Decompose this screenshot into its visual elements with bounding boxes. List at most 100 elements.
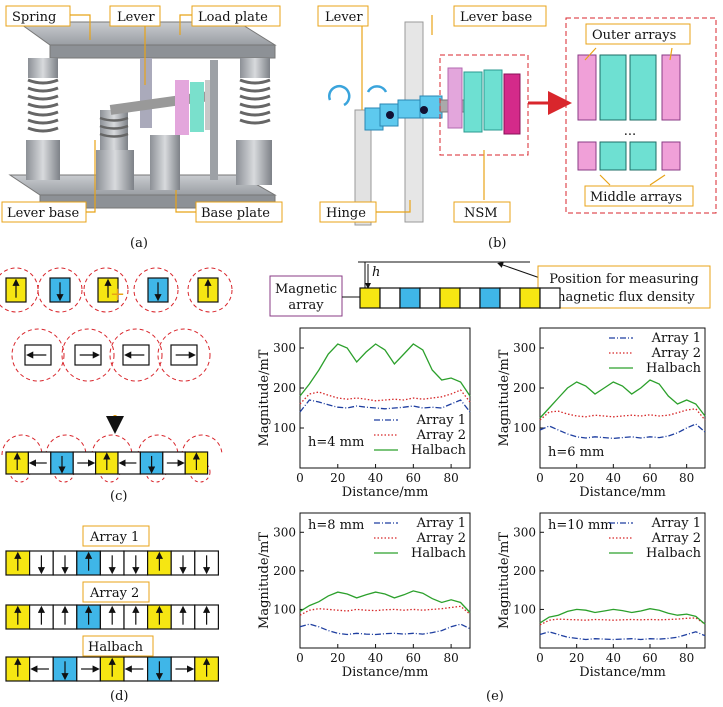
label-lever-base-b: Lever base — [460, 10, 532, 25]
y-tick-label: 300 — [273, 341, 296, 355]
position-note-line1: Position for measuring — [549, 272, 698, 287]
panel-b: ... Lever Lever base Hinge NSM Outer arr… — [317, 5, 717, 251]
x-tick-label: 0 — [536, 651, 544, 665]
y-tick-label: 200 — [273, 564, 296, 578]
y-axis-label: Magnitude/mT — [497, 349, 512, 446]
series-line-array-1 — [539, 423, 706, 440]
caption-d: (d) — [110, 689, 128, 704]
plot-frame — [539, 327, 706, 469]
e-header-strip-cell — [379, 287, 401, 309]
nsm — [439, 54, 529, 156]
y-tick-label: 100 — [273, 602, 296, 616]
plot-frame — [299, 512, 471, 649]
series-line-array-1 — [299, 623, 471, 636]
label-halbach: Halbach — [88, 640, 144, 655]
plot-frame — [299, 327, 471, 469]
caption-b: (b) — [488, 236, 506, 251]
y-tick-label: 300 — [513, 341, 536, 355]
label-outer-arrays: Outer arrays — [592, 28, 676, 43]
y-tick-label: 200 — [513, 381, 536, 395]
label-lever-b: Lever — [325, 10, 363, 25]
plus-sign: + — [110, 284, 125, 305]
series-line-halbach — [299, 343, 471, 397]
x-tick-label: 40 — [606, 471, 621, 485]
x-tick-label: 20 — [330, 651, 345, 665]
x-axis-label: Distance/mm — [342, 485, 429, 500]
label-array1: Array 1 — [89, 530, 139, 545]
spring-left — [26, 58, 60, 180]
x-tick-label: 20 — [330, 471, 345, 485]
legend-label: Array 1 — [651, 516, 701, 531]
label-array2: Array 2 — [89, 586, 139, 601]
series-line-halbach — [299, 590, 471, 613]
y-tick-label: 100 — [513, 602, 536, 616]
y-tick-label: 100 — [513, 421, 536, 435]
legend-label: Array 2 — [416, 531, 466, 546]
e-header-strip-cell — [519, 287, 541, 309]
legend-label: Array 2 — [651, 531, 701, 546]
spring-right — [236, 58, 272, 185]
label-base-plate: Base plate — [201, 206, 270, 221]
ellipsis: ... — [624, 124, 636, 139]
label-spring: Spring — [12, 10, 56, 25]
panel-c — [0, 267, 233, 483]
x-tick-label: 20 — [569, 651, 584, 665]
e-header-strip-cell — [439, 287, 461, 309]
e-header-strip-cell — [459, 287, 481, 309]
magnetic-array-line2: array — [288, 298, 324, 313]
series-line-halbach — [539, 608, 706, 625]
x-tick-label: 60 — [406, 651, 421, 665]
caption-c: (c) — [110, 489, 127, 504]
x-tick-label: 80 — [679, 471, 694, 485]
caption-e: (e) — [486, 689, 504, 704]
y-tick-label: 300 — [273, 525, 296, 539]
series-line-array-2 — [539, 617, 706, 626]
label-lever-base-a: Lever base — [7, 206, 79, 221]
e-header-strip-cell — [479, 287, 501, 309]
e-header-strip-cell — [499, 287, 521, 309]
e-header-strip-cell — [539, 287, 561, 309]
series-line-array-2 — [299, 605, 471, 616]
h-symbol: h — [372, 265, 380, 280]
x-tick-label: 20 — [569, 471, 584, 485]
x-tick-label: 40 — [368, 651, 383, 665]
x-tick-label: 0 — [296, 471, 304, 485]
series-line-array-2 — [299, 389, 471, 405]
spring-center — [96, 110, 180, 190]
x-axis-label: Distance/mm — [579, 485, 666, 500]
height-annotation: h=4 mm — [308, 435, 364, 450]
panel-a: Spring Lever Load plate Lever base Base … — [1, 5, 283, 251]
y-tick-label: 200 — [273, 381, 296, 395]
x-axis-label: Distance/mm — [579, 665, 666, 680]
legend-label: Array 1 — [416, 413, 466, 428]
series-line-halbach — [539, 379, 706, 419]
position-note-line2: magnetic flux density — [553, 290, 695, 305]
legend-label: Halbach — [411, 546, 467, 561]
label-load-plate: Load plate — [198, 10, 268, 25]
legend-label: Array 2 — [416, 428, 466, 443]
x-tick-label: 40 — [606, 651, 621, 665]
plot-frame — [539, 512, 706, 649]
height-annotation: h=8 mm — [308, 518, 364, 533]
label-nsm: NSM — [464, 206, 498, 221]
label-middle-arrays: Middle arrays — [590, 190, 682, 205]
y-tick-label: 300 — [513, 525, 536, 539]
legend-label: Array 1 — [651, 331, 701, 346]
e-header-strip-cell — [419, 287, 441, 309]
height-annotation: h=6 mm — [548, 445, 604, 460]
y-axis-label: Magnitude/mT — [257, 349, 272, 446]
x-tick-label: 80 — [443, 471, 458, 485]
x-tick-label: 60 — [642, 651, 657, 665]
y-tick-label: 100 — [273, 421, 296, 435]
x-tick-label: 0 — [536, 471, 544, 485]
legend-label: Array 2 — [651, 346, 701, 361]
y-axis-label: Magnitude/mT — [257, 532, 272, 629]
label-hinge: Hinge — [326, 206, 366, 221]
height-annotation: h=10 mm — [548, 518, 613, 533]
x-axis-label: Distance/mm — [342, 665, 429, 680]
e-header-strip-cell — [399, 287, 421, 309]
